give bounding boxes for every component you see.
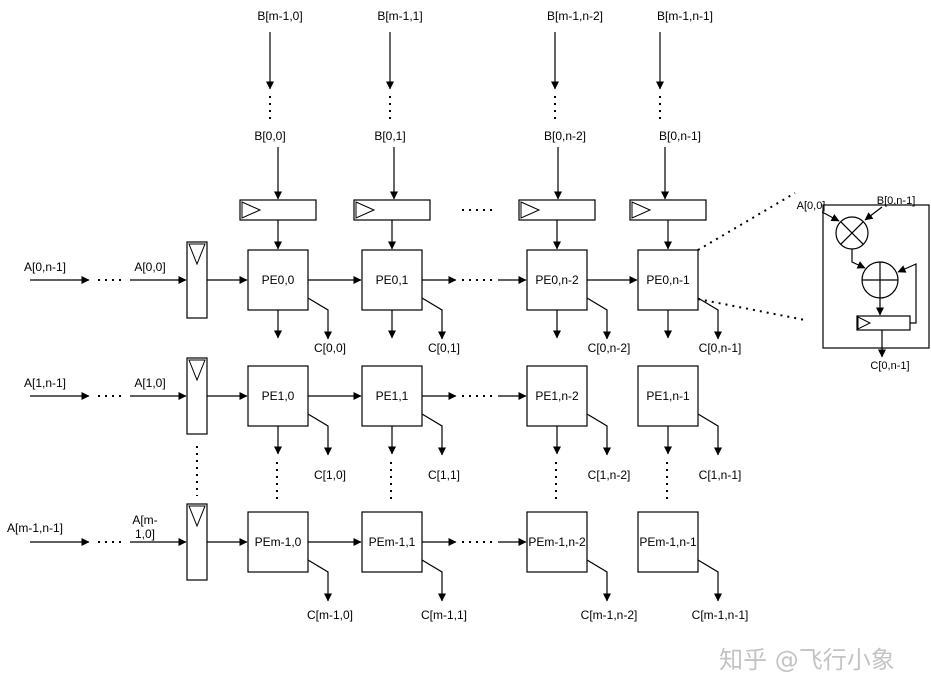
b-input-bottom-label: B[0,n-1] <box>659 129 701 143</box>
b-input-top-label: B[m-1,0] <box>257 9 302 23</box>
zoom-guide-dots <box>697 192 796 251</box>
c-output-label: C[1,1] <box>428 468 460 482</box>
pe-label: PE1,0 <box>262 389 295 403</box>
register-clock-icon <box>188 505 206 528</box>
pe-detail-b-arrow <box>864 206 883 221</box>
c-output-arrow <box>307 297 332 340</box>
c-output-label: C[m-1,0] <box>307 608 353 622</box>
pe-box <box>637 511 699 573</box>
c-output-arrow <box>421 559 446 602</box>
register-clock-icon <box>188 359 206 382</box>
pe-box <box>247 365 309 427</box>
feedback-arrow <box>897 263 917 324</box>
pe-label: PEm-1,1 <box>369 535 416 549</box>
a-input-near-label: A[0,0] <box>134 260 165 274</box>
register-clock-icon <box>188 243 206 266</box>
zoom-guide-dots <box>697 298 806 321</box>
a-input-near-label: A[1,0] <box>134 376 165 390</box>
pe-label: PEm-1,0 <box>255 535 302 549</box>
c-output-arrow <box>697 297 722 340</box>
pe-label: PE0,0 <box>262 273 295 287</box>
register-clock-icon <box>520 201 541 219</box>
a-input-near-label: A[m- <box>132 513 157 527</box>
pe-label: PEm-1,n-2 <box>528 535 586 549</box>
pe-box <box>637 249 699 311</box>
pe-label: PEm-1,n-1 <box>639 535 697 549</box>
c-output-arrow <box>586 297 611 340</box>
pe-label: PE0,n-1 <box>646 273 690 287</box>
b-input-bottom-label: B[0,0] <box>254 129 285 143</box>
c-output-arrow <box>307 559 332 602</box>
b-input-bottom-label: B[0,n-2] <box>544 129 586 143</box>
pe-box <box>526 365 588 427</box>
pe-label: PE1,n-2 <box>535 389 579 403</box>
pe-label: PE1,1 <box>376 389 409 403</box>
c-output-label: C[0,n-1] <box>699 341 742 355</box>
c-output-label: C[m-1,n-1] <box>692 608 749 622</box>
pe-box <box>637 365 699 427</box>
c-output-label: C[m-1,n-2] <box>581 608 638 622</box>
c-output-arrow <box>421 413 446 456</box>
c-output-arrow <box>697 413 722 456</box>
c-output-arrow <box>421 297 446 340</box>
b-input-top-label: B[m-1,1] <box>377 9 422 23</box>
pe-detail-c-output-label: C[0,n-1] <box>870 360 909 372</box>
register-clock-icon <box>631 201 652 219</box>
c-output-arrow <box>586 559 611 602</box>
b-input-top-label: B[m-1,n-1] <box>657 9 713 23</box>
c-output-label: C[0,n-2] <box>588 341 631 355</box>
b-input-top-label: B[m-1,n-2] <box>547 9 603 23</box>
pe-label: PE1,n-1 <box>646 389 690 403</box>
register-clock-icon <box>241 201 262 219</box>
register-icon <box>857 316 872 330</box>
c-output-arrow <box>697 559 722 602</box>
a-input-far-label: A[0,n-1] <box>24 260 66 274</box>
pe-label: PE0,n-2 <box>535 273 579 287</box>
c-output-label: C[0,0] <box>314 341 346 355</box>
pe-label: PE0,1 <box>376 273 409 287</box>
a-input-far-label: A[1,n-1] <box>24 376 66 390</box>
c-output-label: C[1,n-1] <box>699 468 742 482</box>
pe-box <box>526 511 588 573</box>
c-output-label: C[m-1,1] <box>421 608 467 622</box>
a-input-far-label: A[m-1,n-1] <box>7 521 63 535</box>
product-to-adder-arrow <box>851 249 866 269</box>
c-output-label: C[1,0] <box>314 468 346 482</box>
pe-box <box>247 511 309 573</box>
register-clock-icon <box>355 201 376 219</box>
watermark: 知乎 @飞行小象 <box>719 646 895 674</box>
a-input-near-label: 1,0] <box>135 527 155 541</box>
pe-detail-b-input-label: B[0,n-1] <box>877 195 916 207</box>
pe-detail-a-input-label: A[0,0] <box>797 200 826 212</box>
pe-detail-a-arrow <box>821 211 840 222</box>
c-output-label: C[0,1] <box>428 341 460 355</box>
c-output-label: C[1,n-2] <box>588 468 631 482</box>
multiplier-icon-stroke <box>840 221 864 245</box>
pe-box <box>361 365 423 427</box>
c-output-arrow <box>307 413 332 456</box>
b-input-bottom-label: B[0,1] <box>374 129 405 143</box>
c-output-arrow <box>586 413 611 456</box>
pe-box <box>247 249 309 311</box>
pe-box <box>361 511 423 573</box>
pe-box <box>361 249 423 311</box>
